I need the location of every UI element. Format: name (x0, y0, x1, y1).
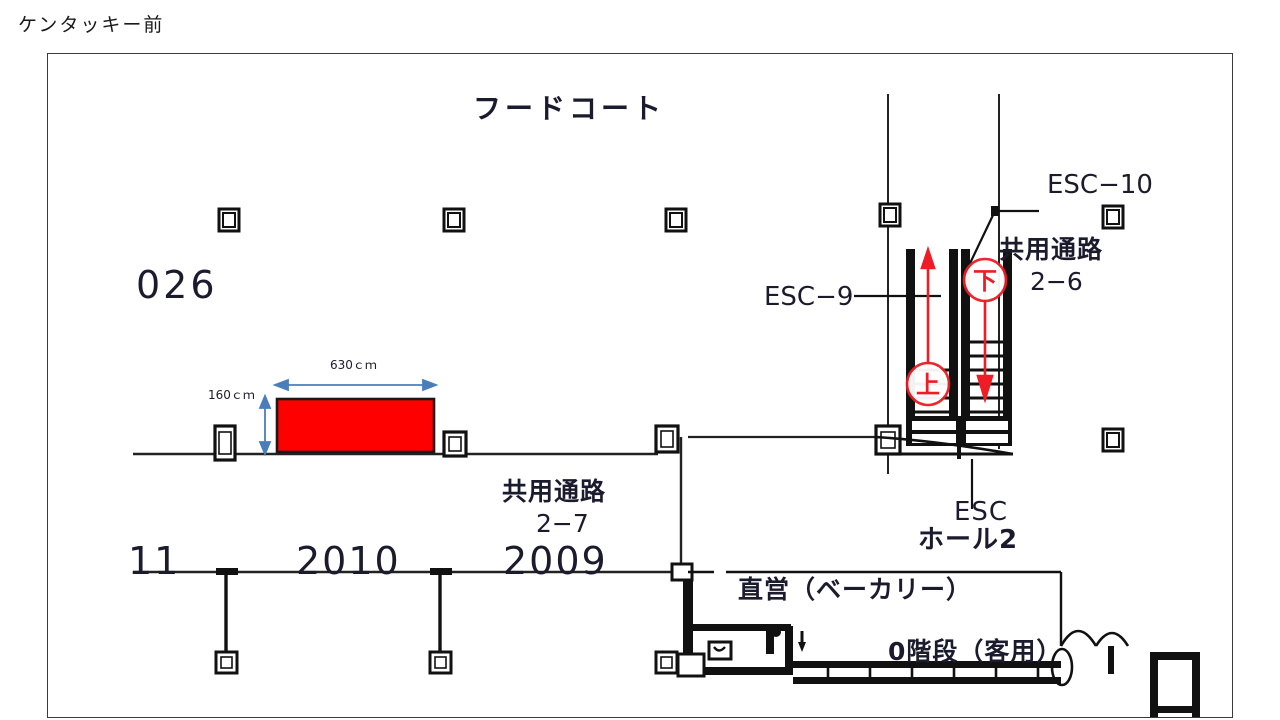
esc-hall-line2: ホール2 (918, 525, 1019, 555)
corridor-2-7-line1: 共用通路 (502, 477, 607, 506)
esc9-label: ESC−9 (764, 282, 854, 312)
esc9-wall-right (949, 249, 958, 434)
column-marker (1101, 427, 1125, 453)
column-markers-top (217, 202, 1125, 453)
right-door-assembly (1059, 629, 1130, 674)
zone-code-026: 026 (136, 263, 218, 307)
dimension-width-label: 630ｃｍ (330, 358, 377, 372)
down-marker-circle (962, 257, 1008, 303)
column-markers-wall (213, 424, 902, 462)
escalator-bank: 上 下 (905, 245, 1012, 459)
room-label-bakery: 直営（ベーカリー） (738, 575, 973, 604)
column-marker (214, 650, 239, 675)
esc10-leader-node (991, 206, 999, 216)
red-fixture (275, 397, 436, 454)
service-room (676, 579, 806, 678)
page-title: ケンタッキー前 (18, 14, 165, 36)
column-marker (654, 424, 680, 454)
corridor-2-7-line2: 2−7 (536, 509, 589, 538)
door-arc-hall (875, 435, 1014, 456)
room-label-staircase: 0階段（客用） (888, 637, 1063, 666)
esc-hall-line1: ESC (954, 497, 1009, 527)
esc10-label: ESC−10 (1047, 170, 1153, 200)
tenant-code-11: 11 (128, 539, 181, 583)
column-marker (878, 202, 902, 228)
esc9-wall-left (906, 249, 915, 434)
column-marker (442, 430, 468, 458)
column-marker (217, 207, 241, 233)
column-marker (874, 424, 902, 456)
floorplan-drawing: 上 下 (133, 94, 1200, 717)
up-marker-circle (905, 361, 951, 407)
floorplan-frame: 上 下 (47, 53, 1233, 718)
tenant-partition-bottom-columns (214, 650, 679, 675)
up-marker-label: 上 (916, 371, 940, 399)
tenant-code-2009: 2009 (503, 539, 608, 583)
esc10-wall-left (961, 249, 970, 434)
column-marker (442, 207, 466, 233)
area-label-food-court: フードコート (473, 92, 666, 125)
customer-staircase (793, 647, 1074, 687)
esc9-up-arrow (920, 245, 936, 369)
column-marker (428, 650, 453, 675)
column-marker (664, 207, 688, 233)
bakery-zone (688, 570, 1063, 646)
tenant-code-2010: 2010 (296, 539, 401, 583)
corridor-2-6-line2: 2−6 (1030, 267, 1083, 296)
tenant-partitions (224, 572, 442, 666)
right-wall-block (1150, 652, 1200, 717)
esc10-wall-right (1003, 249, 1012, 434)
corridor-2-6-line1: 共用通路 (999, 235, 1104, 264)
down-marker-label: 下 (973, 267, 997, 295)
column-marker (213, 424, 237, 462)
column-marker (654, 650, 679, 675)
dimension-height-label: 160ｃｍ (208, 388, 255, 402)
column-marker (1101, 204, 1125, 230)
width-dimension (272, 378, 439, 392)
height-dimension (258, 393, 272, 457)
